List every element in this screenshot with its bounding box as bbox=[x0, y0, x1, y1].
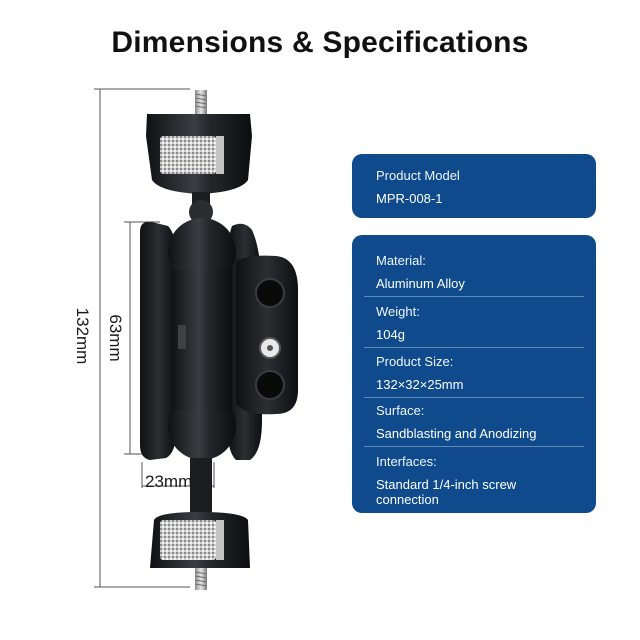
dimension-line-total bbox=[94, 88, 190, 588]
spec-value: 104g bbox=[376, 327, 405, 342]
bottom-knurl-knob bbox=[160, 520, 216, 560]
product-model-card: Product Model MPR-008-1 bbox=[352, 154, 596, 218]
spec-value: Standard 1/4-inch screw connection bbox=[376, 477, 517, 507]
spec-item-size: Product Size: 132×32×25mm bbox=[376, 354, 582, 392]
upper-ball bbox=[168, 218, 236, 286]
spec-item-material: Material: Aluminum Alloy bbox=[376, 253, 582, 291]
spec-divider bbox=[364, 347, 584, 348]
spec-value: Sandblasting and Anodizing bbox=[376, 426, 537, 441]
spec-value: 132×32×25mm bbox=[376, 377, 464, 392]
dimension-clamp-label: 63mm bbox=[106, 314, 125, 362]
top-knurl-knob bbox=[160, 136, 216, 174]
spec-divider bbox=[364, 397, 584, 398]
bottom-screw bbox=[195, 568, 207, 590]
specifications-card: Material: Aluminum Alloy Weight: 104g Pr… bbox=[352, 235, 596, 513]
spec-label: Interfaces: bbox=[376, 454, 437, 469]
spec-label: Material: bbox=[376, 253, 426, 268]
product-model-value: MPR-008-1 bbox=[376, 191, 443, 206]
spec-divider bbox=[364, 446, 584, 447]
spec-item-weight: Weight: 104g bbox=[376, 304, 582, 342]
product-model-label: Product Model bbox=[376, 168, 460, 183]
dimension-rod-label: 23mm bbox=[145, 472, 193, 491]
spec-label: Surface: bbox=[376, 403, 425, 418]
spec-item-surface: Surface: Sandblasting and Anodizing bbox=[376, 403, 582, 441]
page-title: Dimensions & Specifications bbox=[111, 26, 529, 59]
left-plate bbox=[140, 221, 177, 460]
spec-divider bbox=[364, 296, 584, 297]
hole-upper bbox=[255, 278, 285, 308]
hole-lower bbox=[255, 370, 285, 400]
spec-item-interfaces: Interfaces: Standard 1/4-inch screw conn… bbox=[376, 454, 582, 507]
spec-value: Aluminum Alloy bbox=[376, 276, 465, 291]
spec-label: Product Size: bbox=[376, 354, 454, 369]
dimension-total-label: 132mm bbox=[73, 307, 92, 365]
spec-label: Weight: bbox=[376, 304, 420, 319]
